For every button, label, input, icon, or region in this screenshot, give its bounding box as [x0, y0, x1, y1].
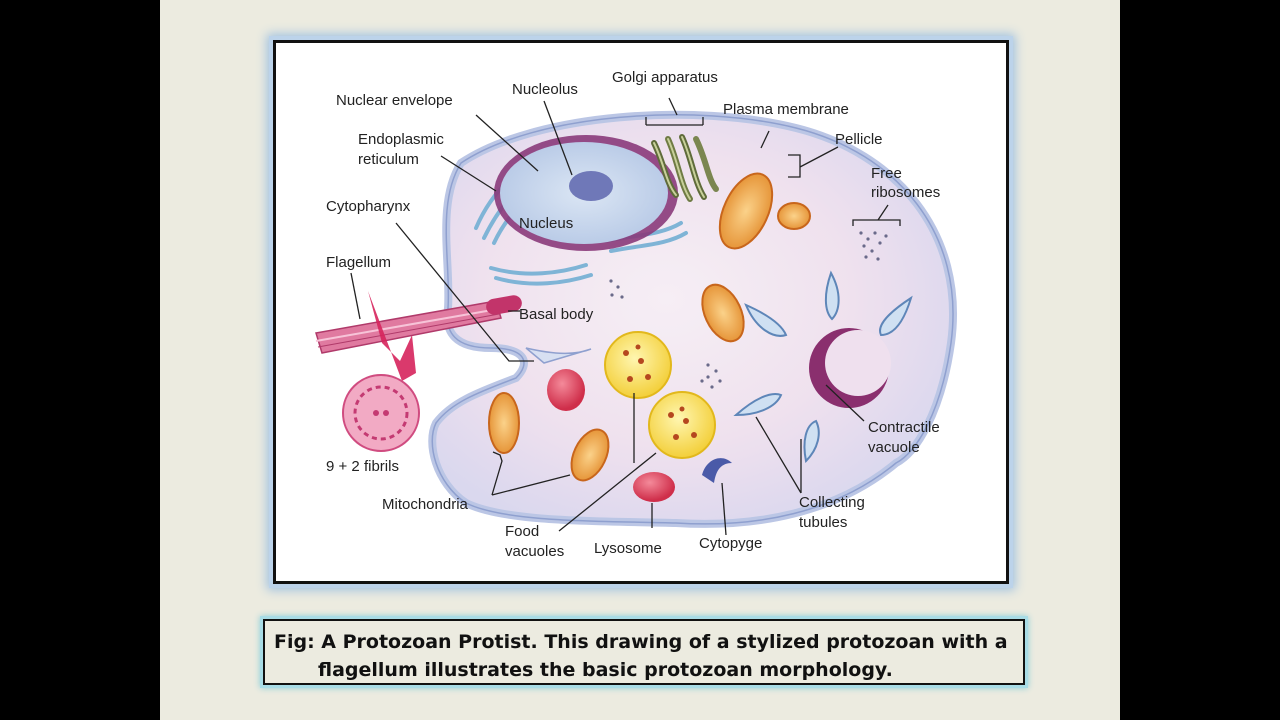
label-nucleolus: Nucleolus — [512, 81, 578, 98]
figure-caption: Fig: A Protozoan Protist. This drawing o… — [263, 619, 1025, 685]
label-collecting: Collecting — [799, 494, 865, 511]
label-fibrils: 9 + 2 fibrils — [326, 458, 399, 475]
fibrils-cross-section — [342, 374, 420, 452]
food-vacuoles-shapes — [604, 331, 716, 459]
label-lysosome: Lysosome — [594, 540, 662, 557]
golgi-apparatus — [651, 134, 719, 202]
label-pellicle: Pellicle — [835, 131, 883, 148]
lysosome-2 — [633, 472, 675, 502]
label-free: Free — [871, 165, 902, 182]
label-vacuoles: vacuoles — [505, 543, 564, 560]
mitochondria-organelles — [488, 172, 811, 482]
free-ribosomes-dots — [609, 231, 888, 389]
cytopharynx-channel — [525, 347, 592, 364]
label-basal-body: Basal body — [519, 306, 594, 323]
label-food: Food — [505, 523, 539, 540]
label-nuclear-envelope: Nuclear envelope — [336, 92, 453, 109]
caption-line-1: Fig: A Protozoan Protist. This drawing o… — [274, 631, 1008, 653]
lysosome-1 — [547, 369, 585, 411]
label-golgi-apparatus: Golgi apparatus — [612, 69, 718, 86]
label-flagellum: Flagellum — [326, 254, 391, 271]
leader-lines — [350, 97, 901, 536]
label-tubules: tubules — [799, 514, 847, 531]
cytopyge-shape — [702, 458, 732, 483]
plasma-membrane-outline — [431, 114, 954, 525]
protozoan-diagram: Golgi apparatus Nucleolus Nuclear envelo… — [315, 69, 957, 560]
nucleolus-shape — [569, 171, 613, 201]
label-plasma-membrane: Plasma membrane — [723, 101, 849, 118]
label-endoplasmic: Endoplasmic — [358, 131, 444, 148]
label-mitochondria: Mitochondria — [382, 496, 469, 513]
label-contractile: Contractile — [868, 419, 940, 436]
flagellum-shape — [315, 291, 522, 381]
slide: Golgi apparatus Nucleolus Nuclear envelo… — [160, 0, 1120, 720]
caption-line-2: flagellum illustrates the basic protozoa… — [318, 659, 893, 681]
figure-frame: Golgi apparatus Nucleolus Nuclear envelo… — [273, 40, 1009, 584]
label-nucleus: Nucleus — [519, 215, 573, 232]
label-reticulum: reticulum — [358, 151, 419, 168]
label-vacuole: vacuole — [868, 439, 920, 456]
label-cytopharynx: Cytopharynx — [326, 198, 411, 215]
label-cytopyge: Cytopyge — [699, 535, 762, 552]
label-ribosomes: ribosomes — [871, 184, 940, 201]
